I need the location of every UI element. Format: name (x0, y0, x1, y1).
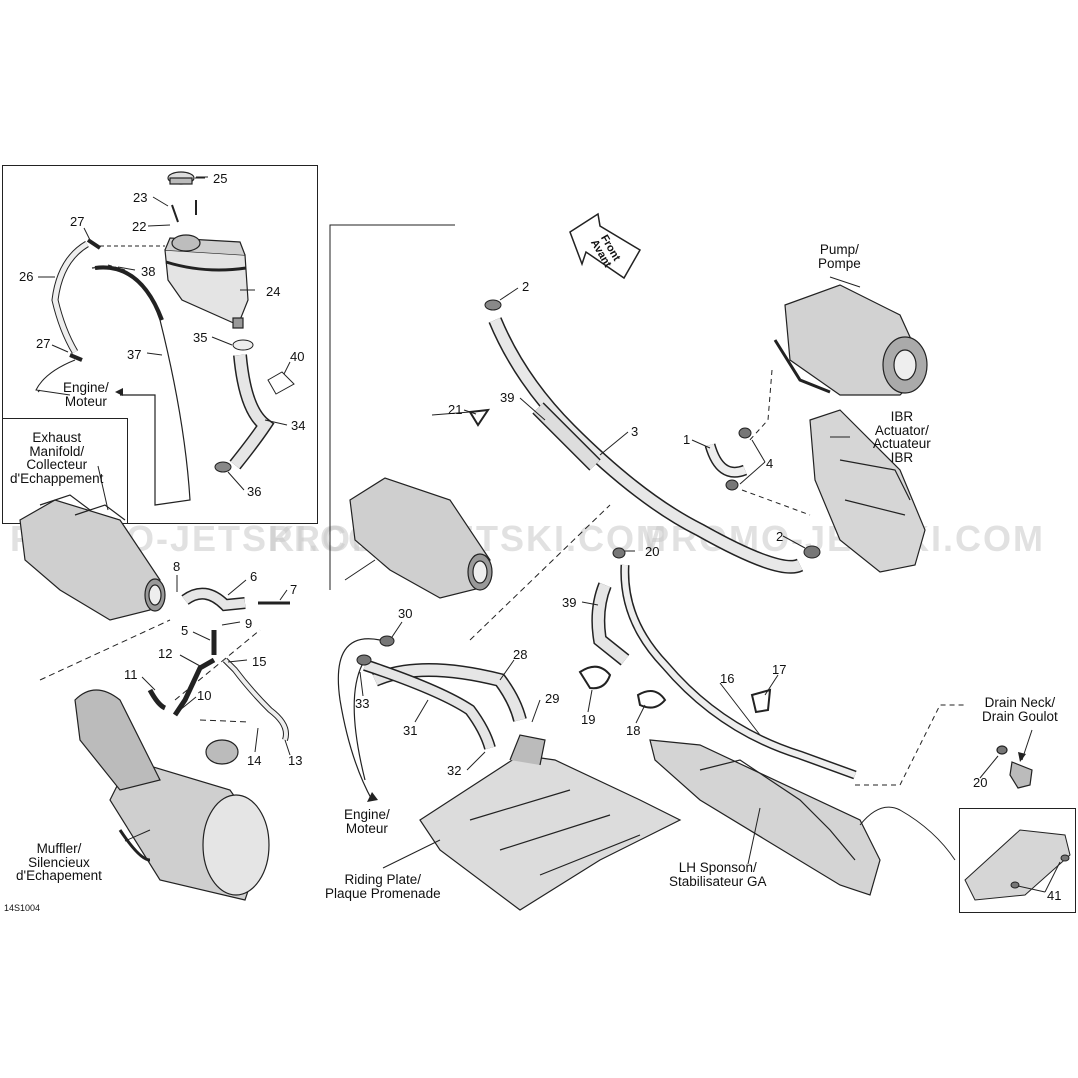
ibr-actuator-label: IBR Actuator/ Actuateur IBR (873, 409, 931, 465)
part-number: 22 (132, 219, 147, 234)
part-number: 26 (19, 269, 34, 284)
part-number: 32 (447, 763, 462, 778)
jet-pump (773, 284, 928, 396)
part-number: 10 (197, 688, 212, 703)
part-number: 27 (36, 336, 51, 351)
part-number: 38 (141, 264, 156, 279)
part-number: 16 (720, 671, 735, 686)
part-number: 15 (252, 654, 267, 669)
figure-code: 14S1004 (4, 903, 41, 913)
coolant-tank-inset-frame (2, 165, 318, 524)
part-number: 23 (133, 190, 148, 205)
part-number: 8 (173, 559, 181, 574)
part-number: 33 (355, 696, 370, 711)
part-number: 7 (290, 582, 298, 597)
part-number: 2 (522, 279, 530, 294)
part-number: 4 (766, 456, 774, 471)
part-number: 35 (193, 330, 208, 345)
part-number: 9 (245, 616, 253, 631)
part-number: 34 (291, 418, 306, 433)
engine-label-top: Engine/ Moteur (63, 380, 109, 409)
part-number: 6 (250, 569, 258, 584)
part-number: 11 (124, 667, 138, 682)
part-number: 39 (500, 390, 515, 405)
part-number: 12 (158, 646, 173, 661)
part-number: 39 (562, 595, 577, 610)
engine-label-bottom: Engine/ Moteur (344, 807, 390, 836)
front-arrow-icon (569, 212, 642, 280)
ibr-actuator (809, 409, 926, 573)
exhaust-manifold-left (19, 494, 166, 621)
exhaust-manifold-middle (349, 477, 493, 599)
riding-plate (419, 734, 682, 911)
part-number: 25 (213, 171, 228, 186)
part-number: 28 (513, 647, 528, 662)
part-number: 13 (288, 753, 303, 768)
drain-detail-frame (959, 808, 1076, 913)
part-number: 2 (776, 529, 784, 544)
part-number: 29 (545, 691, 560, 706)
part-number: 27 (70, 214, 85, 229)
coolant-reservoir (164, 234, 249, 329)
exhaust-manifold-label: Exhaust Manifold/ Collecteur d'Echappeme… (10, 430, 104, 486)
part-number: 18 (626, 723, 641, 738)
part-number: 21 (448, 402, 463, 417)
part-number: 20 (645, 544, 660, 559)
part-number: 5 (181, 623, 189, 638)
riding-plate-label: Riding Plate/ Plaque Promenade (325, 872, 441, 901)
muffler-label: Muffler/ Silencieux d'Echapement (16, 841, 102, 883)
part-number: 19 (581, 712, 596, 727)
exhaust-inset-frame (2, 418, 128, 523)
lh-sponson-label: LH Sponson/ Stabilisateur GA (669, 860, 767, 889)
part-number: 1 (683, 432, 691, 447)
part-number: 20 (973, 775, 988, 790)
pump-label: Pump/ Pompe (818, 242, 861, 271)
part-number: 14 (247, 753, 262, 768)
part-number: 17 (772, 662, 787, 677)
lh-sponson (649, 739, 881, 896)
part-number: 40 (290, 349, 305, 364)
part-number: 36 (247, 484, 262, 499)
muffler (74, 689, 270, 901)
drain-neck (996, 745, 1033, 789)
part-number: 37 (127, 347, 142, 362)
drain-neck-label: Drain Neck/ Drain Goulot (982, 695, 1058, 724)
reservoir-cap (167, 171, 195, 185)
part-number: 24 (266, 284, 281, 299)
part-number: 30 (398, 606, 413, 621)
part-number: 41 (1047, 888, 1062, 903)
leader-lines (38, 177, 1061, 893)
part-number: 31 (403, 723, 418, 738)
part-number: 3 (631, 424, 639, 439)
